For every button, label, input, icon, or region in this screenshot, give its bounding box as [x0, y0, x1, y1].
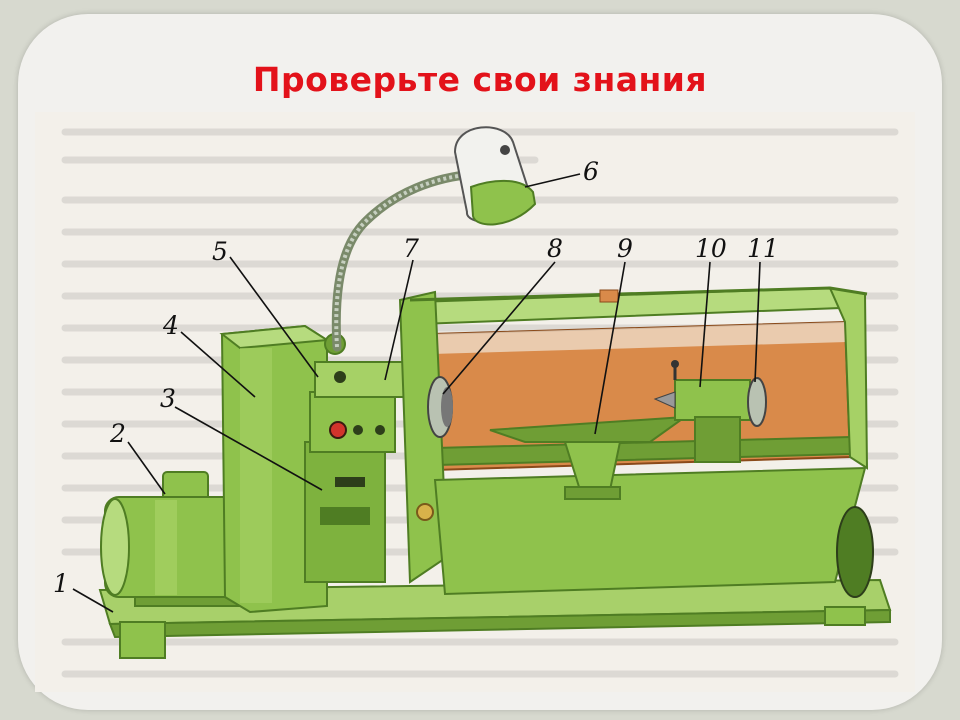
spindle-head — [309, 333, 406, 453]
callout-2: 2 — [109, 419, 126, 448]
tool-rest — [489, 415, 689, 500]
headstock-column — [219, 324, 386, 614]
callout-3: 3 — [160, 384, 176, 413]
callout-8: 8 — [547, 234, 563, 263]
callout-11: 11 — [747, 234, 779, 263]
callout-6: 6 — [583, 157, 599, 186]
callout-1: 1 — [53, 569, 69, 598]
lathe-diagram: 1 2 3 4 5 6 7 8 9 10 11 — [35, 112, 915, 692]
callout-5: 5 — [212, 237, 228, 266]
tailstock — [653, 360, 767, 463]
callout-7: 7 — [403, 234, 419, 263]
callout-4: 4 — [162, 311, 179, 340]
spindle-faceplate — [427, 376, 453, 438]
callout-10: 10 — [695, 234, 727, 263]
callout-leaders — [72, 173, 761, 613]
lamp — [331, 126, 537, 352]
base-plate — [98, 578, 892, 659]
callout-labels: 1 2 3 4 5 6 7 8 9 10 11 — [53, 157, 779, 598]
callout-9: 9 — [617, 234, 633, 263]
lathe-illustration: 1 2 3 4 5 6 7 8 9 10 11 — [35, 112, 915, 692]
slide-title: Проверьте свои знания — [252, 60, 708, 99]
guard-and-bed — [398, 286, 874, 598]
